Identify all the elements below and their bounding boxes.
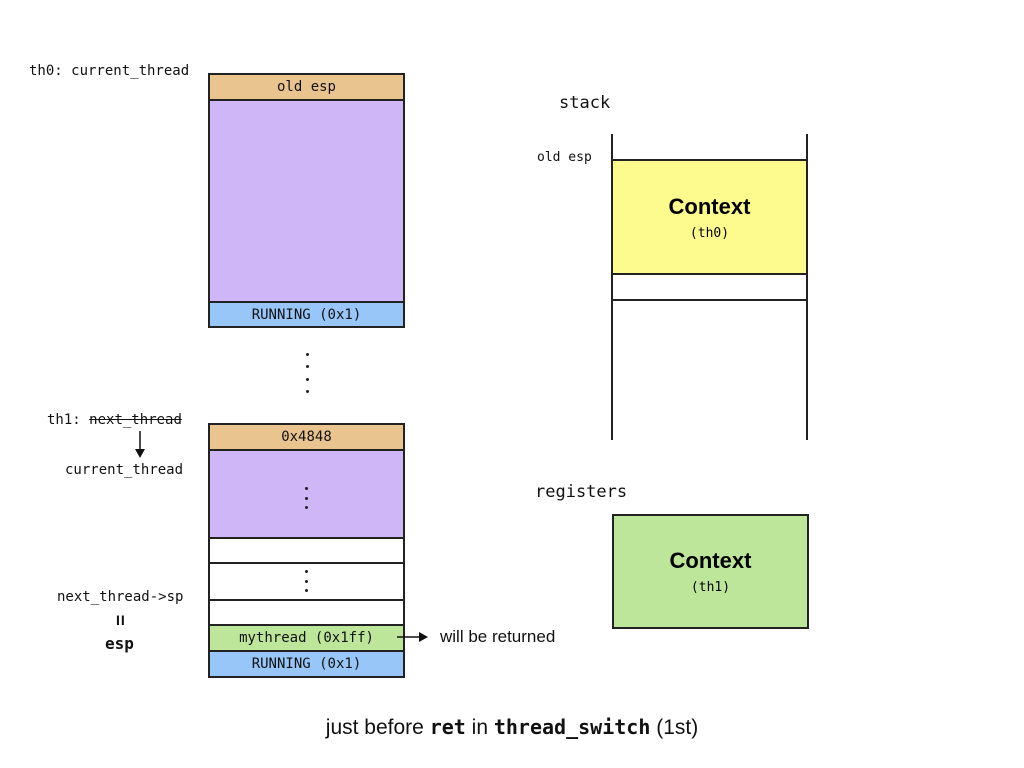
th0-running-cell: RUNNING (0x1) [208,301,405,328]
caption-code-ret: ret [429,715,466,739]
caption-code-thread-switch: thread_switch [493,715,651,739]
right-arrow-icon [397,632,428,642]
stack-title: stack [559,93,611,113]
down-arrow-icon [135,431,145,458]
caption-part1: just before [325,716,430,739]
caption-part3: (1st) [650,716,699,739]
stack-context-sub: (th0) [689,225,730,241]
th1-empty-cell-1 [208,537,405,564]
th1-label: th1: next_thread [47,412,182,428]
esp-label: esp [105,634,134,653]
th1-prefix: th1: [47,412,90,428]
th1-current-thread-label: current_thread [65,462,184,478]
th0-old-esp-cell: old esp [208,73,405,101]
stack-context-title: Context [668,193,751,219]
th1-empty-cell-3 [208,599,405,626]
registers-context-th1: Context (th1) [612,514,809,629]
th1-next-thread-struck: next_thread [89,412,182,428]
slide-caption: just before ret in thread_switch (1st) [0,715,1024,740]
registers-title: registers [535,482,628,502]
registers-context-title: Context [669,548,752,573]
registers-context-sub: (th1) [690,580,731,595]
equals-symbol: II [116,612,126,628]
caption-part2: in [465,716,494,739]
th1-mythread-cell: mythread (0x1ff) [208,624,405,652]
old-esp-pointer-label: old esp [537,150,592,165]
th1-stack-ellipsis [303,487,309,509]
th1-top-cell: 0x4848 [208,423,405,451]
next-thread-sp-label: next_thread->sp [57,589,184,605]
stack-empty-slot [611,273,808,301]
th1-stack-area [208,449,405,539]
threads-ellipsis [304,353,310,393]
th0-stack-area [208,99,405,303]
will-be-returned-label: will be returned [440,627,556,646]
th1-running-cell: RUNNING (0x1) [208,650,405,678]
stack-context-th0: Context (th0) [611,159,808,275]
th1-empty-ellipsis [303,570,309,592]
th0-current-thread-label: th0: current_thread [29,63,190,79]
